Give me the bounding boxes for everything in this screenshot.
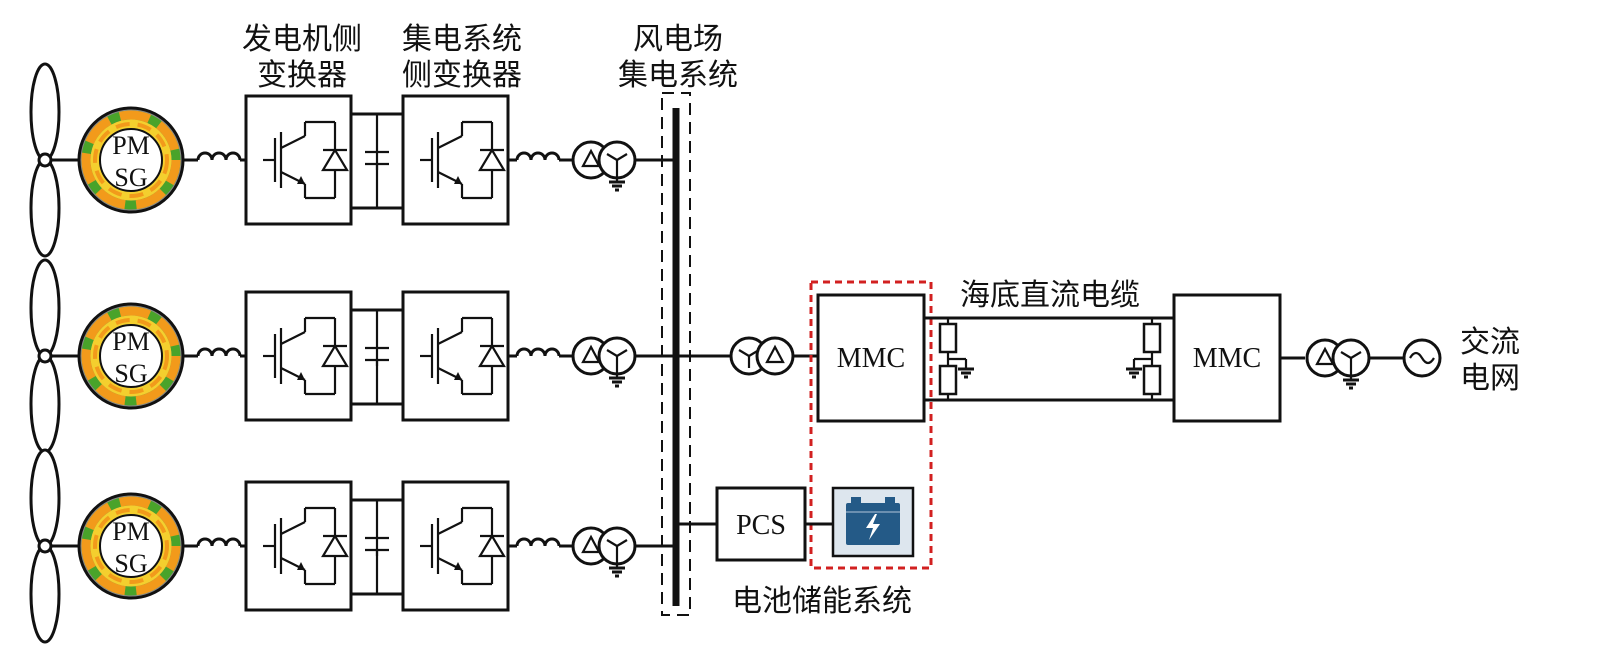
wind-farm-collector-label-line1: 风电场	[633, 23, 723, 56]
collector-side-converter	[401, 480, 510, 612]
mmc-offshore	[816, 293, 926, 423]
wind-farm-collector-label-line2: 集电系统	[618, 59, 738, 92]
mmc-offshore-label: MMC	[837, 343, 905, 374]
turbine-transformer	[571, 336, 637, 376]
gen-inductor-icon	[196, 347, 242, 358]
right-resistor-top	[1142, 322, 1162, 354]
right-resistor-bottom	[1142, 364, 1162, 396]
gen-inductor-icon	[196, 151, 242, 162]
collector-system-boundary	[661, 92, 691, 616]
generator-label-bottom: SG	[114, 163, 147, 192]
generator-label-top: PM	[112, 517, 150, 546]
col-converter-label-line2: 侧变换器	[402, 59, 522, 92]
generator-label-top: PM	[112, 131, 150, 160]
mmc-onshore	[1172, 293, 1282, 423]
col-converter-label-line1: 集电系统	[402, 23, 522, 56]
collector-side-converter	[401, 290, 510, 422]
grid-label-line2: 电网	[1460, 362, 1520, 395]
cable-label: 海底直流电缆	[960, 279, 1140, 312]
grid-transformer	[1305, 338, 1371, 378]
capacitor-icon	[363, 346, 391, 380]
turbine-row-3: PM SG	[29, 448, 676, 644]
grid-inductor-icon	[515, 151, 561, 162]
capacitor-icon	[363, 536, 391, 570]
pmsg-generator-icon	[79, 108, 183, 212]
turbine-rows: PM SG PM SG PM SG	[29, 62, 676, 644]
capacitor-icon	[363, 150, 391, 184]
bess-label: 电池储能系统	[732, 585, 912, 618]
gen-side-converter	[244, 290, 353, 422]
turbine-transformer	[571, 140, 637, 180]
left-resistor-top	[938, 322, 958, 354]
mmc-onshore-label: MMC	[1193, 343, 1261, 374]
left-ground-icon	[956, 357, 976, 379]
pcs-label: PCS	[736, 510, 786, 541]
left-resistor-bottom	[938, 364, 958, 396]
pmsg-generator-icon	[79, 494, 183, 598]
turbine-row-2: PM SG	[29, 258, 676, 454]
battery-icon	[831, 486, 915, 558]
grid-label-line1: 交流	[1460, 326, 1520, 359]
gen-side-converter	[244, 480, 353, 612]
grid-inductor-icon	[515, 537, 561, 548]
gen-side-converter	[244, 94, 353, 226]
gen-converter-label-line2: 变换器	[257, 59, 347, 92]
generator-label-bottom: SG	[114, 549, 147, 578]
generator-label-top: PM	[112, 327, 150, 356]
gen-inductor-icon	[196, 537, 242, 548]
highlight-box	[809, 280, 933, 570]
turbine-row-1: PM SG	[29, 62, 676, 258]
collector-side-converter	[401, 94, 510, 226]
grid-inductor-icon	[515, 347, 561, 358]
sine-wave-icon	[1409, 351, 1435, 365]
gen-converter-label-line1: 发电机侧	[242, 23, 362, 56]
pmsg-generator-icon	[79, 304, 183, 408]
right-ground-icon	[1124, 357, 1144, 379]
pcs-box	[715, 486, 807, 562]
turbine-transformer	[571, 526, 637, 566]
mmc-transformer	[729, 336, 795, 376]
generator-label-bottom: SG	[114, 359, 147, 388]
